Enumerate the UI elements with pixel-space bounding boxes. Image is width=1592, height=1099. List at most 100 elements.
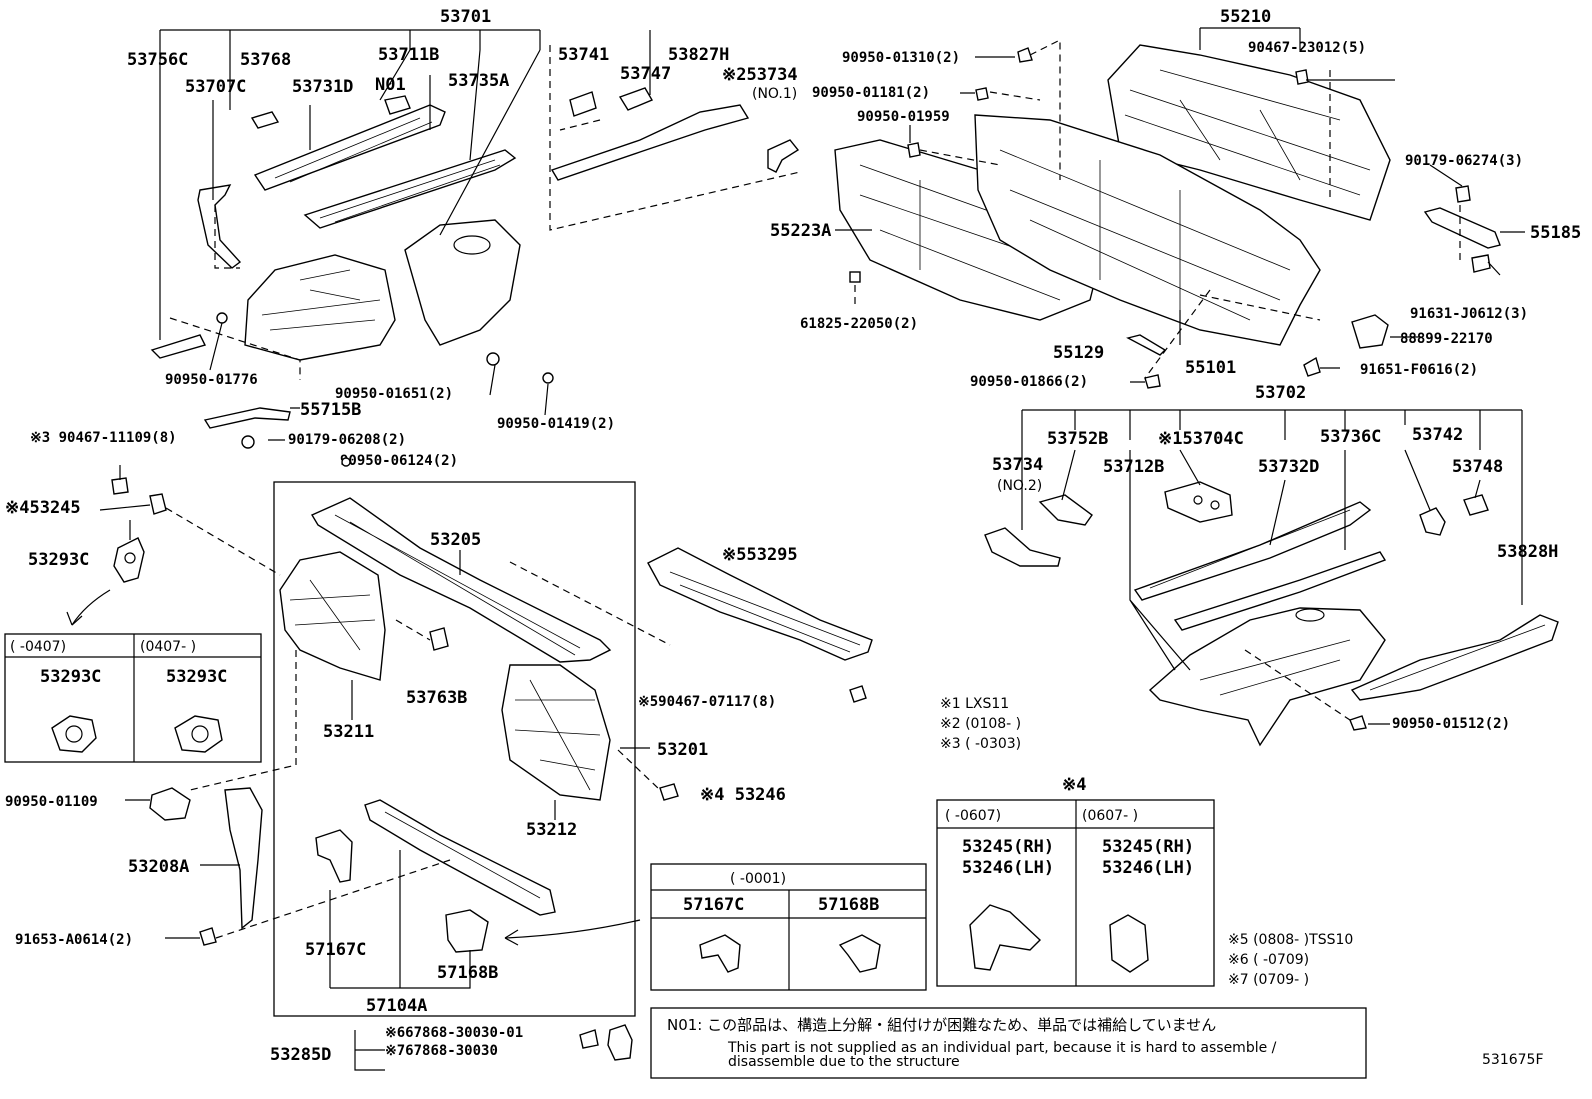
label-53211: 53211 bbox=[323, 722, 374, 742]
group-53701 bbox=[150, 29, 801, 449]
label-53732d: 53732D bbox=[1258, 457, 1319, 477]
note-1: ※1 LXS11 bbox=[940, 696, 1009, 712]
table-53245-l2a: 53245(RH) bbox=[1102, 837, 1194, 857]
group-53702 bbox=[984, 409, 1559, 747]
label-53285d: 53285D bbox=[270, 1045, 331, 1065]
part-53701-tower bbox=[404, 219, 521, 346]
label-53711b: 53711B bbox=[378, 45, 439, 65]
label-53731d: 53731D bbox=[292, 77, 353, 97]
label-67868-30030: ※767868-30030 bbox=[385, 1043, 498, 1059]
label-53208a: 53208A bbox=[128, 857, 189, 877]
part-55223a bbox=[834, 139, 1101, 321]
part-57168b bbox=[445, 909, 489, 953]
label-57167c: 57167C bbox=[305, 940, 366, 960]
label-53205: 53205 bbox=[430, 530, 481, 550]
part-53702-main bbox=[1148, 607, 1386, 747]
note-3: ※3 ( -0303) bbox=[940, 736, 1021, 752]
group-55210 bbox=[834, 27, 1525, 389]
label-53704c: ※153704C bbox=[1158, 429, 1244, 449]
label-67868-30030-01: ※667868-30030-01 bbox=[385, 1025, 523, 1041]
part-90950-01109 bbox=[149, 787, 191, 821]
part-55185 bbox=[1423, 207, 1501, 249]
diagram-id: 531675F bbox=[1482, 1052, 1544, 1068]
label-53707c: 53707C bbox=[185, 77, 246, 97]
part-53707c bbox=[197, 184, 242, 269]
label-55185: 55185 bbox=[1530, 223, 1581, 243]
table-57167c-c2: 57168B bbox=[818, 895, 879, 915]
part-53208a bbox=[224, 787, 263, 930]
table-53293c-h1: ( -0407) bbox=[10, 639, 66, 655]
label-57104a: 57104A bbox=[366, 996, 427, 1016]
label-53245: ※453245 bbox=[5, 498, 81, 518]
label-53828h: 53828H bbox=[1497, 542, 1558, 562]
part-55129 bbox=[1126, 334, 1167, 356]
label-91631-j0612: 91631-J0612(3) bbox=[1410, 306, 1528, 322]
part-57167c bbox=[315, 829, 353, 883]
label-53741: 53741 bbox=[558, 45, 609, 65]
part-53731d bbox=[253, 104, 446, 191]
note-5: ※5 (0808- )TSS10 bbox=[1228, 932, 1353, 948]
label-53712b: 53712B bbox=[1103, 457, 1164, 477]
label-90950-01959: 90950-01959 bbox=[857, 109, 950, 125]
table-53245-h2: (0607- ) bbox=[1082, 808, 1138, 824]
label-53702: 53702 bbox=[1255, 383, 1306, 403]
label-90950-06124: 90950-06124(2) bbox=[340, 453, 458, 469]
label-no1: (NO.1) bbox=[752, 86, 797, 102]
table-53245 bbox=[936, 799, 1215, 987]
label-90950-01512: 90950-01512(2) bbox=[1392, 716, 1510, 732]
table-53245-l1b: 53246(LH) bbox=[962, 858, 1054, 878]
label-53293c: 53293C bbox=[28, 550, 89, 570]
part-53732d bbox=[1133, 501, 1372, 601]
table-53293c-h2: (0407- ) bbox=[140, 639, 196, 655]
footnote-jp: N01: この部品は、構造上分解・組付けが困難なため、単品では補給していません bbox=[667, 1016, 1216, 1034]
label-53827h: 53827H bbox=[668, 45, 729, 65]
label-90950-01109: 90950-01109 bbox=[5, 794, 98, 810]
footnote-en-2: disassemble due to the structure bbox=[728, 1054, 960, 1070]
part-53827h bbox=[550, 104, 750, 181]
group-53208a bbox=[125, 787, 451, 946]
part-53756c bbox=[150, 334, 207, 359]
label-53295: ※553295 bbox=[722, 545, 798, 565]
label-53747: 53747 bbox=[620, 64, 671, 84]
group-53285d bbox=[354, 1024, 633, 1071]
label-53756c: 53756C bbox=[127, 50, 188, 70]
table-53245-l2b: 53246(LH) bbox=[1102, 858, 1194, 878]
label-90179-06274: 90179-06274(3) bbox=[1405, 153, 1523, 169]
label-53768: 53768 bbox=[240, 50, 291, 70]
note-2: ※2 (0108- ) bbox=[940, 716, 1021, 732]
label-53748: 53748 bbox=[1452, 457, 1503, 477]
part-53295 bbox=[647, 547, 873, 661]
part-53285d bbox=[607, 1024, 633, 1061]
part-53293c bbox=[113, 537, 145, 583]
label-53763b: 53763B bbox=[406, 688, 467, 708]
part-53741 bbox=[569, 91, 597, 117]
label-90950-01866: 90950-01866(2) bbox=[970, 374, 1088, 390]
label-53736c: 53736C bbox=[1320, 427, 1381, 447]
note-6: ※6 ( -0709) bbox=[1228, 952, 1309, 968]
label-55101: 55101 bbox=[1185, 358, 1236, 378]
label-55715b: 55715B bbox=[300, 400, 361, 420]
footnote-en-1: This part is not supplied as an individu… bbox=[727, 1040, 1277, 1056]
label-53246: ※4 53246 bbox=[700, 785, 786, 805]
table-53245-h1: ( -0607) bbox=[945, 808, 1001, 824]
label-55223a: 55223A bbox=[770, 221, 831, 241]
label-90467-11109: ※3 90467-11109(8) bbox=[30, 430, 177, 446]
table-57167c-c1: 57167C bbox=[683, 895, 744, 915]
label-91651-f0616: 91651-F0616(2) bbox=[1360, 362, 1478, 378]
label-90179-06208: 90179-06208(2) bbox=[288, 432, 406, 448]
part-53747 bbox=[618, 87, 654, 111]
table-53293c-c2: 53293C bbox=[166, 667, 227, 687]
label-88899-22170: 88899-22170 bbox=[1400, 331, 1493, 347]
label-n01: N01 bbox=[375, 75, 406, 95]
label-55129: 55129 bbox=[1053, 343, 1104, 363]
label-53201: 53201 bbox=[657, 740, 708, 760]
part-53735a bbox=[303, 149, 517, 229]
label-53735a: 53735A bbox=[448, 71, 509, 91]
label-57168b: 57168B bbox=[437, 963, 498, 983]
part-53211 bbox=[279, 551, 386, 681]
part-55715b bbox=[203, 407, 291, 429]
table-57167c bbox=[650, 863, 927, 991]
part-53828h bbox=[1350, 614, 1559, 701]
part-53752b bbox=[1038, 494, 1093, 526]
part-53734-no1 bbox=[767, 139, 800, 173]
